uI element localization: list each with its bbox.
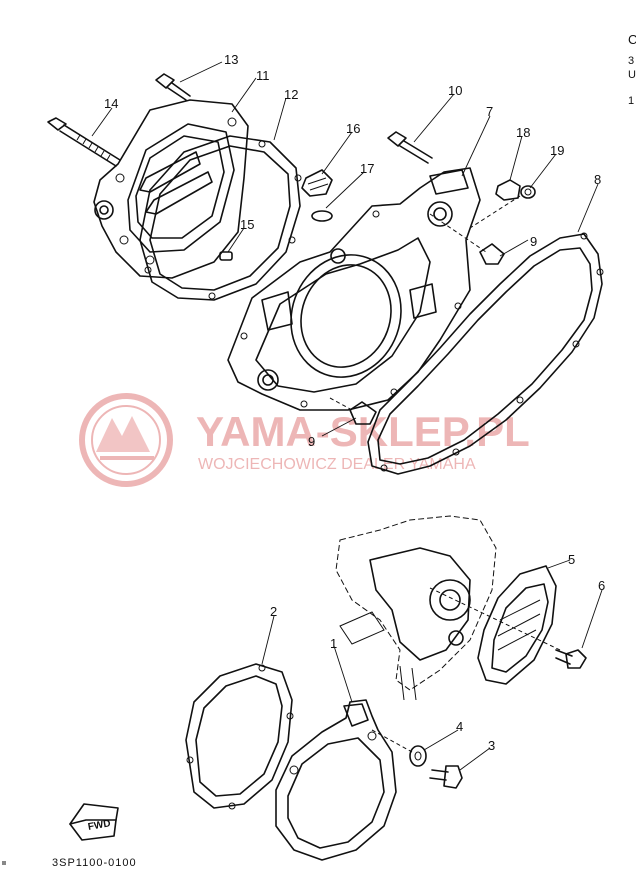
callout-12: 12	[284, 87, 298, 102]
svg-text:C: C	[628, 32, 636, 47]
watermark-main-text: YAMA-SKLEP.PL	[196, 408, 530, 455]
cover-5	[429, 565, 561, 685]
diagram-code: 3SP1100-0100	[52, 857, 137, 869]
watermark-logo	[79, 393, 173, 487]
magneto-cover-1	[275, 699, 397, 861]
callouts: 13 11 14 12 16 17 15 10 7 18 19 8 9 9 5 …	[104, 52, 605, 753]
callout-1: 1	[330, 636, 337, 651]
plug-16	[301, 169, 333, 197]
bolt-13	[155, 73, 191, 101]
callout-14: 14	[104, 96, 118, 111]
edge-mark	[2, 861, 6, 865]
gasket-8	[367, 232, 604, 475]
watermark-sub-text: WOJCIECHOWICZ DEALER YAMAHA	[198, 456, 476, 473]
callout-8: 8	[594, 172, 601, 187]
bolt-14	[47, 117, 121, 167]
bolt-3	[371, 729, 463, 789]
engine-outline	[335, 515, 497, 701]
fwd-arrow: FWD	[69, 803, 119, 841]
bolt-18	[495, 179, 521, 201]
callout-13: 13	[224, 52, 238, 67]
callout-3: 3	[488, 738, 495, 753]
fwd-label: FWD	[87, 818, 111, 833]
callout-19: 19	[550, 143, 564, 158]
washer-4	[409, 745, 427, 767]
bolt-6	[555, 649, 587, 669]
dowel-9-upper	[479, 243, 505, 265]
callout-15: 15	[240, 217, 254, 232]
washer-19	[520, 185, 536, 199]
svg-text:3: 3	[628, 55, 635, 67]
leader-lines	[91, 61, 603, 771]
bolt-10	[387, 131, 433, 164]
callout-9-upper: 9	[530, 234, 537, 249]
callout-6: 6	[598, 578, 605, 593]
callout-10: 10	[448, 83, 462, 98]
svg-text:U: U	[628, 69, 636, 81]
edge-text: C 3 U 1	[628, 32, 636, 107]
gasket-2	[185, 663, 294, 810]
callout-11: 11	[256, 68, 270, 83]
callout-2: 2	[270, 604, 277, 619]
gasket-12	[139, 135, 302, 301]
callout-17: 17	[360, 161, 374, 176]
svg-text:1: 1	[628, 95, 635, 107]
o-ring-17	[311, 210, 333, 222]
callout-9-lower: 9	[308, 434, 315, 449]
callout-7: 7	[486, 104, 493, 119]
dowel-pin-15	[219, 251, 233, 261]
callout-18: 18	[516, 125, 530, 140]
crankcase-cover-7	[227, 167, 481, 411]
alignment-lines	[329, 195, 521, 411]
callout-4: 4	[456, 719, 463, 734]
callout-5: 5	[568, 552, 575, 567]
dowel-9-lower	[349, 401, 377, 425]
callout-16: 16	[346, 121, 360, 136]
